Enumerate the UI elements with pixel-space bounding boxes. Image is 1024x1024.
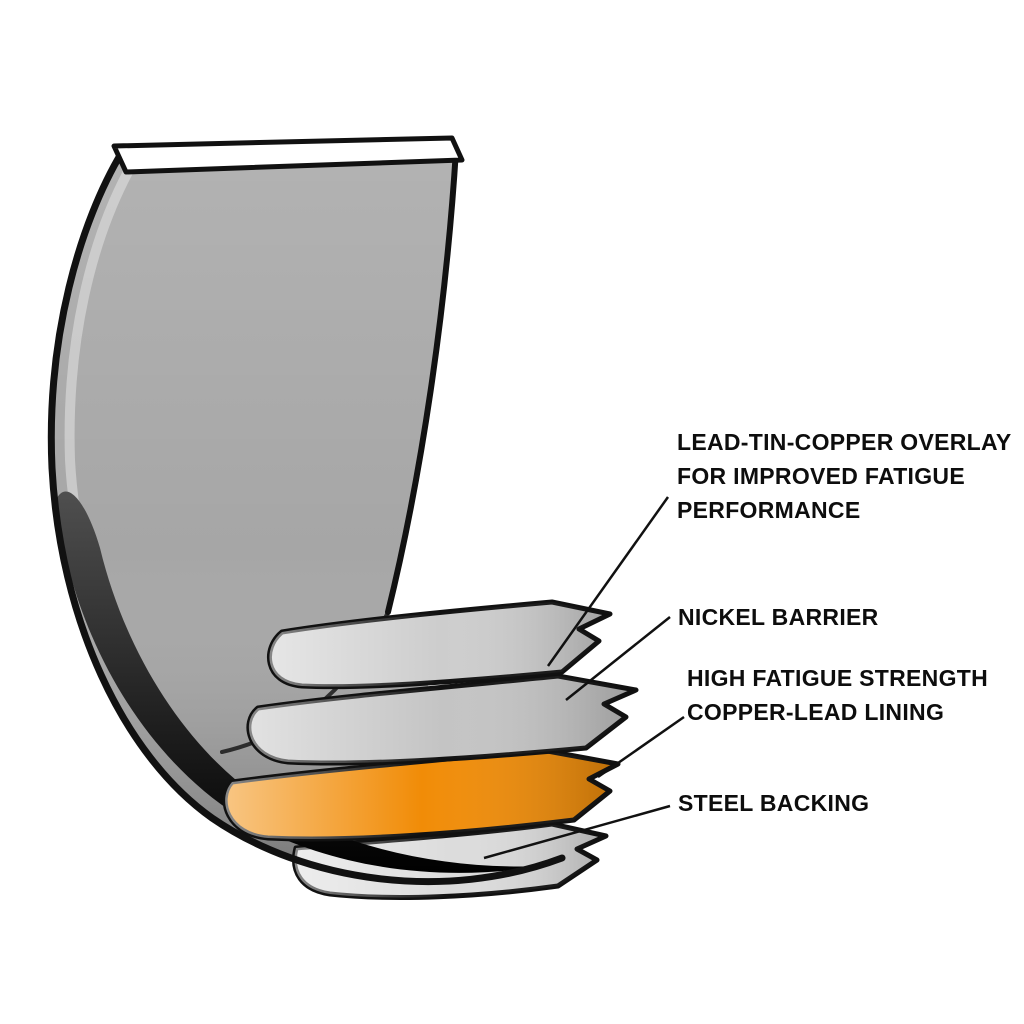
leader-line-nickel — [565, 616, 671, 701]
shell-top-rim — [111, 135, 465, 175]
shell-outer-edge — [47, 148, 566, 886]
lead-tin-copper-overlay-layer — [266, 599, 613, 690]
label-steel-backing: STEEL BACKING — [678, 790, 870, 816]
shell-underside-shadow — [56, 491, 544, 873]
label-lead-tin-copper-overlay: LEAD-TIN-COPPER OVERLAY FOR IMPROVED FAT… — [677, 429, 1012, 523]
label-copper-lead-lining: HIGH FATIGUE STRENGTH COPPER-LEAD LINING — [687, 665, 989, 725]
leader-line-copper-lead — [597, 715, 685, 779]
copper-lead-lining-layer — [222, 747, 621, 842]
label-nickel-barrier: NICKEL BARRIER — [678, 604, 879, 630]
nickel-barrier-layer — [246, 673, 639, 766]
leader-line-overlay — [546, 496, 670, 667]
lead-tin-copper-overlay-shading — [269, 602, 610, 687]
copper-lead-lining-shading — [225, 750, 618, 839]
nickel-barrier-shading — [248, 676, 636, 764]
leader-lines — [483, 496, 685, 860]
leader-line-steel — [483, 804, 671, 860]
shell-inner-edge — [385, 147, 459, 615]
